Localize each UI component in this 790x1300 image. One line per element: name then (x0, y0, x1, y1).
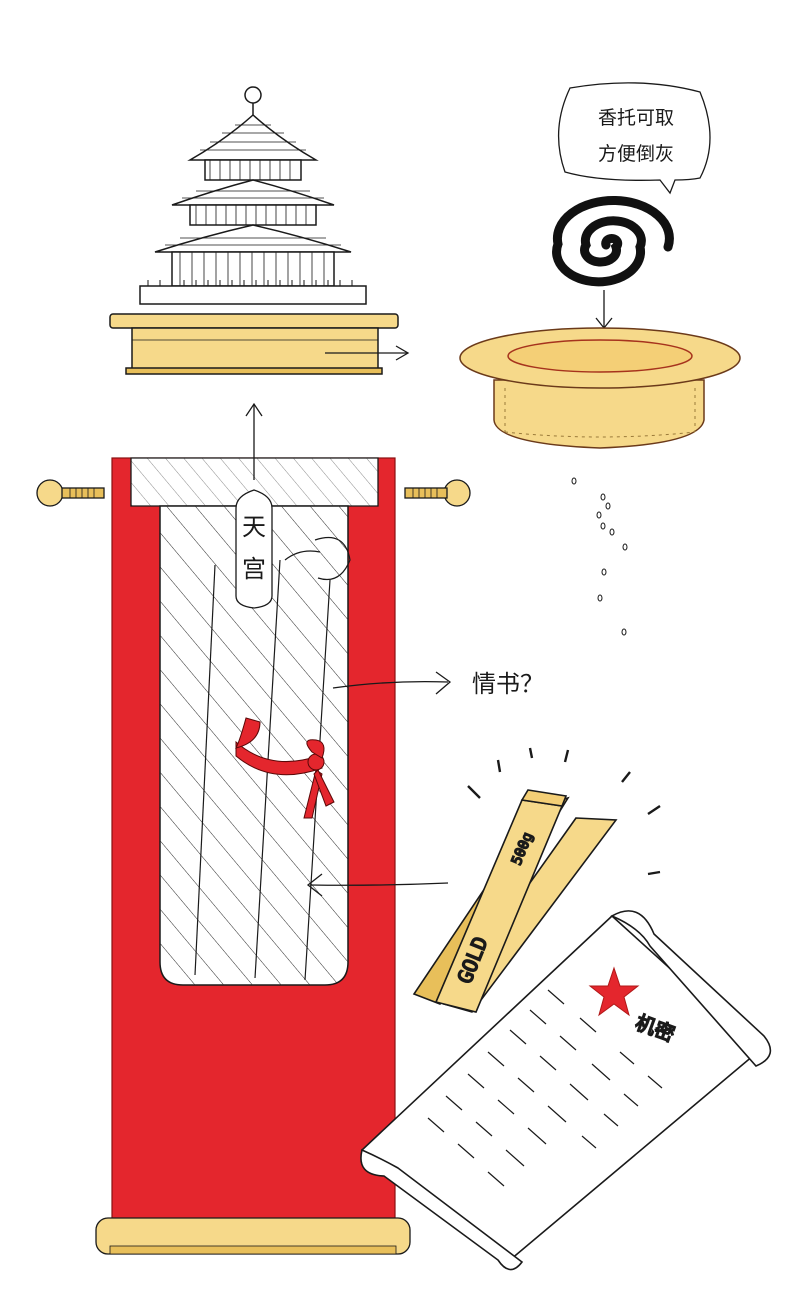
temple-of-heaven-icon (139, 86, 367, 305)
seal-char-2: 宫 (242, 555, 266, 583)
ribbon-bow-icon (235, 717, 335, 819)
seal-char-1: 天 (242, 513, 266, 541)
seal-plaque: 天 宫 天宫 (0, 0, 273, 609)
hinge-pin-icon (36, 479, 471, 507)
love-letter-annotation: 情书？ (332, 670, 544, 698)
ash-particles-icon (571, 477, 628, 636)
love-letter-label: 情书？ (472, 670, 544, 698)
temple-base (109, 313, 399, 375)
arrow-to-case (306, 873, 449, 897)
incense-holder-icon (459, 327, 741, 449)
arrow-to-temple (245, 402, 263, 480)
star-icon (588, 966, 640, 1017)
arrow-to-holder (325, 345, 410, 361)
gold-bar-icon: GOLD 500g (412, 747, 661, 1013)
bubble-line-2: 方便倒灰 (598, 143, 674, 165)
bubble-line-1: 香托可取 (598, 107, 674, 129)
speech-bubble: 香托可取 方便倒灰 (557, 82, 711, 195)
incense-coil-icon (552, 196, 674, 287)
arrow-to-holder-down (595, 290, 613, 330)
scroll-icon: 机密 (360, 910, 772, 1271)
seal-text: 天宫 (0, 0, 2, 1)
